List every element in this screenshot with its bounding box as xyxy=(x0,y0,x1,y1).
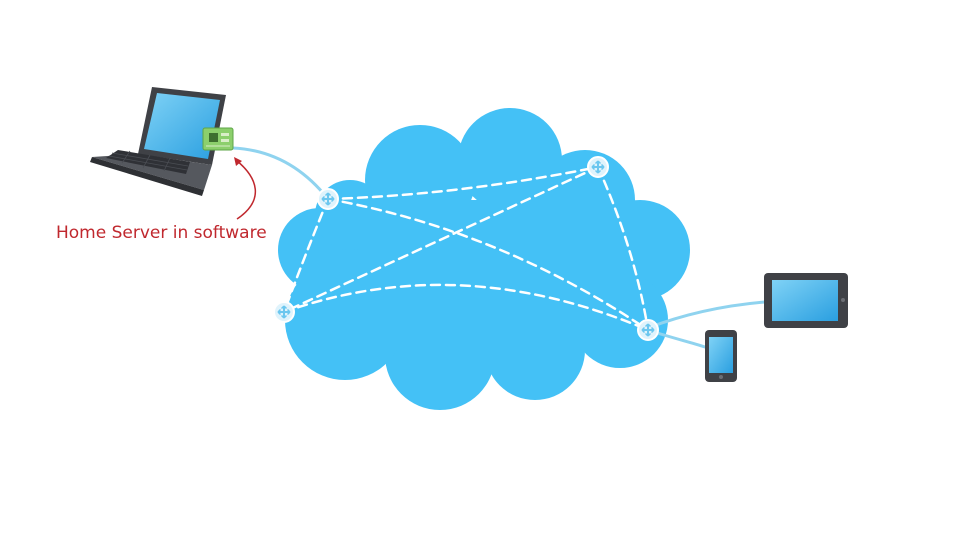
router-icon xyxy=(273,301,295,323)
laptop-icon xyxy=(90,87,226,196)
mesh-link xyxy=(282,283,650,332)
router-icon xyxy=(587,156,609,178)
mesh-links xyxy=(282,165,650,332)
smartphone xyxy=(705,330,737,382)
cloud xyxy=(278,108,690,410)
link-router-to-tablet xyxy=(646,300,767,330)
mesh-link xyxy=(326,165,600,201)
router-bottom-left xyxy=(273,301,295,323)
laptop xyxy=(90,87,226,196)
router-top-left xyxy=(317,188,339,210)
mesh-link xyxy=(596,165,650,332)
annotation-label: Home Server in software xyxy=(56,223,267,243)
router-top-right xyxy=(587,156,609,178)
router-icon xyxy=(637,319,659,341)
mesh-link xyxy=(326,197,650,332)
tablet xyxy=(764,273,848,328)
circuit-board-icon xyxy=(202,127,234,151)
link-laptop-to-router xyxy=(231,146,330,201)
mesh-link xyxy=(282,165,600,314)
tablet-icon xyxy=(764,273,848,328)
smartphone-icon xyxy=(705,330,737,382)
mesh-link xyxy=(282,197,330,314)
router-bottom-right xyxy=(637,319,659,341)
server-card xyxy=(202,127,234,151)
router-icon xyxy=(317,188,339,210)
annotation-arrow xyxy=(234,157,256,220)
